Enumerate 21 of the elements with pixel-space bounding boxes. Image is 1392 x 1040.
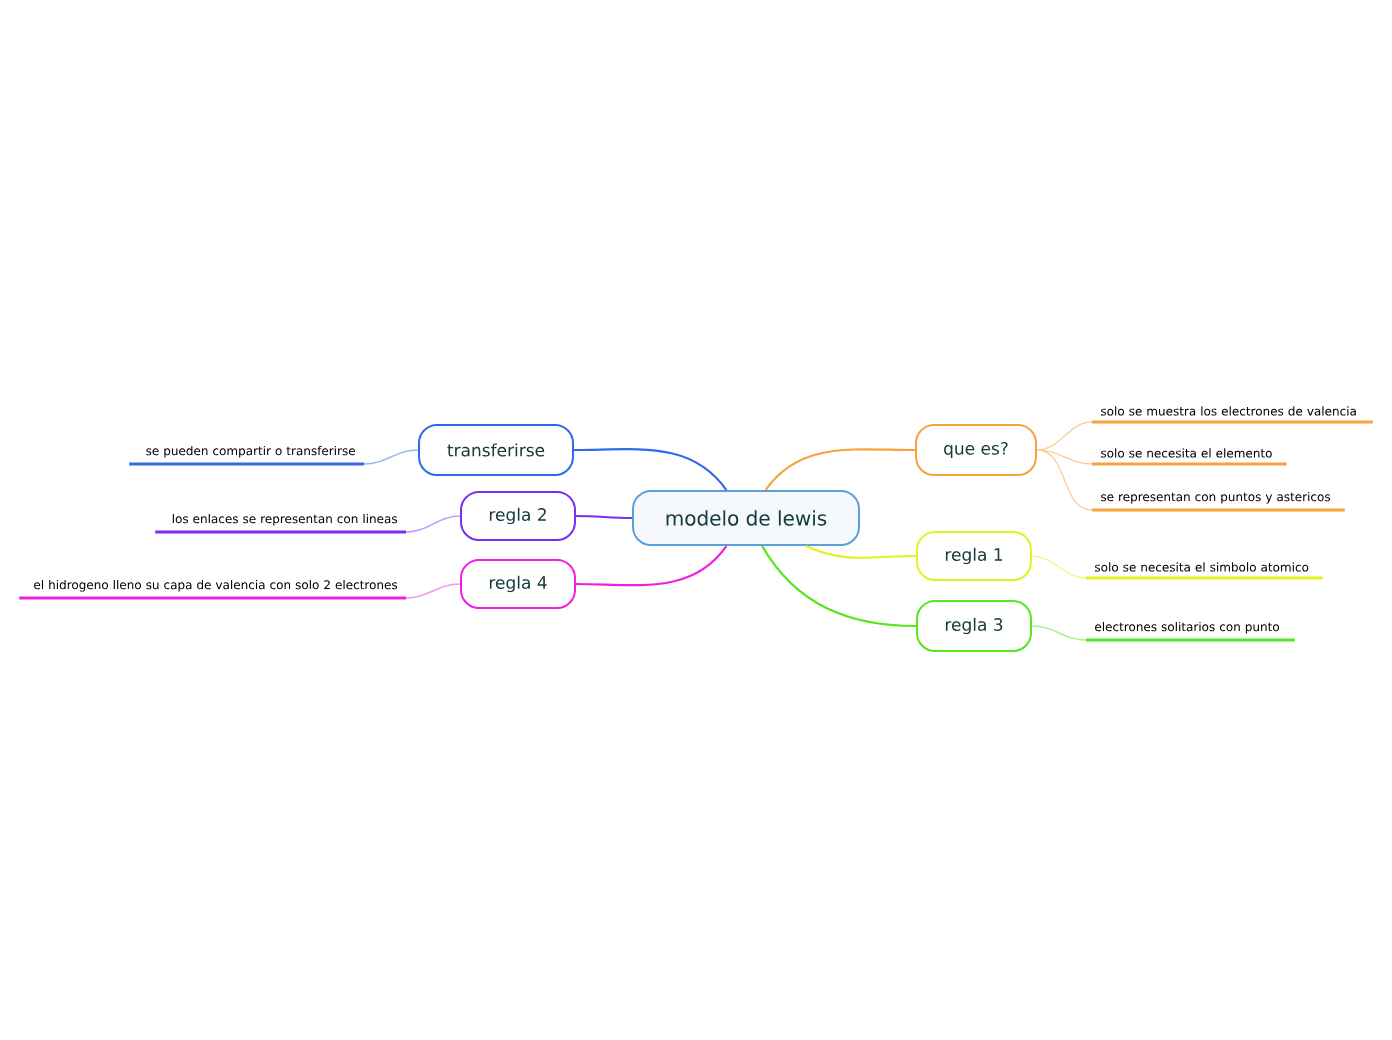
connector-line	[1036, 449, 1093, 465]
topic-box: regla 3	[916, 600, 1032, 652]
topic-box: regla 1	[916, 531, 1032, 581]
connector-line	[574, 448, 728, 491]
topic-box: regla 4	[460, 559, 576, 609]
connector-line	[576, 514, 632, 520]
connector-line	[805, 545, 917, 559]
connector-line	[1031, 625, 1087, 641]
topic-box: que es?	[915, 424, 1037, 476]
topic-box: regla 2	[460, 491, 576, 541]
connector-line	[405, 583, 461, 599]
connector-line	[1036, 421, 1093, 451]
connector-line	[764, 448, 916, 491]
connector-line	[761, 545, 917, 628]
topic-box: transferirse	[418, 424, 574, 476]
connector-line	[1031, 555, 1087, 579]
connector-line	[363, 449, 419, 465]
connector-line	[405, 515, 461, 533]
connector-line	[576, 545, 728, 587]
connector-line	[1036, 449, 1093, 511]
central-topic-box: modelo de lewis	[632, 490, 860, 546]
